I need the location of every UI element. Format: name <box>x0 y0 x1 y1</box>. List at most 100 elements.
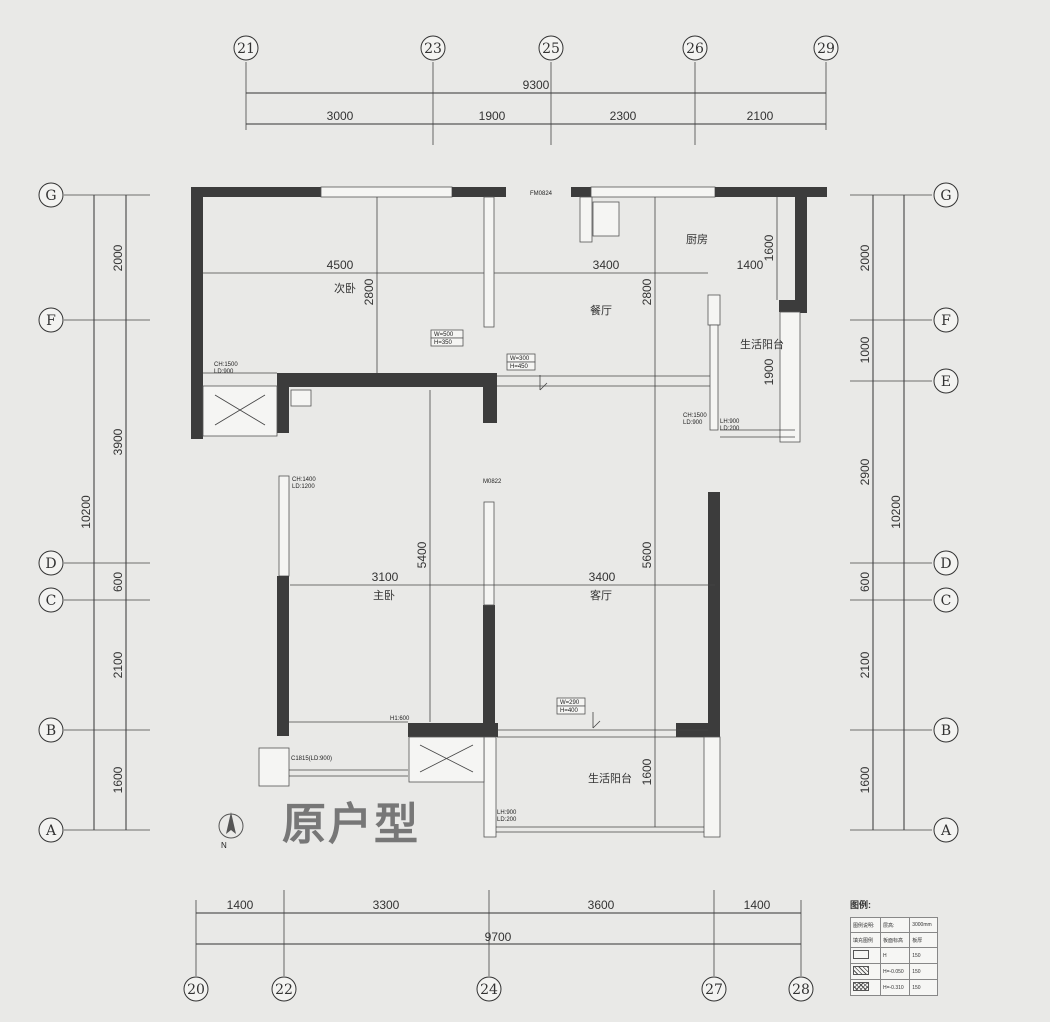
right-total-dim: 10200 <box>889 495 903 529</box>
axis-bubble <box>933 587 959 613</box>
left-dim-3: 600 <box>111 572 125 592</box>
dim-1600-bottom: 1600 <box>640 758 654 785</box>
tag-beam3-h: H=400 <box>560 708 579 714</box>
legend-swatch-plain <box>853 950 869 959</box>
walls <box>191 186 827 737</box>
left-dim-1: 2000 <box>111 244 125 271</box>
axis-label: G <box>45 188 56 204</box>
axis-bubble <box>933 550 959 576</box>
legend-swatch-hatch <box>853 966 869 975</box>
axis-bubble <box>183 976 209 1002</box>
axis-bubble <box>271 976 297 1002</box>
room-service-balcony: 生活阳台 <box>740 337 784 351</box>
axis-label: B <box>46 723 56 739</box>
dim-4500: 4500 <box>327 258 354 272</box>
legend-cell: 填充图例 <box>850 932 881 948</box>
axis-label: 24 <box>480 982 498 998</box>
axis-bubble <box>38 587 64 613</box>
bottom-dim-4: 1400 <box>744 898 771 912</box>
axis-bubble <box>933 717 959 743</box>
inner-dimensions: 4500 3400 1400 2800 2800 1600 1900 3100 … <box>327 234 776 785</box>
plan-title: 原户型 <box>282 799 420 850</box>
legend-cell: 150 <box>909 947 938 964</box>
top-dim-2: 1900 <box>479 109 506 123</box>
bottom-dim-3: 3600 <box>588 898 615 912</box>
room-master-bedroom: 主卧 <box>373 589 395 602</box>
tag-ch1500-b-1: CH:1500 <box>683 413 707 419</box>
axis-label: 25 <box>542 41 560 57</box>
legend-swatch-cross <box>853 982 869 991</box>
top-total-dim: 9300 <box>523 78 550 92</box>
tag-beam1-w: W=500 <box>434 332 454 338</box>
axis-label: E <box>941 374 951 390</box>
room-labels: 次卧 餐厅 厨房 生活阳台 主卧 客厅 生活阳台 <box>334 233 784 785</box>
dim-5400: 5400 <box>415 541 429 568</box>
legend-table: 图例说明: 层高: 3000mm 填充图例 板面标高 板厚 H 150 H=-0… <box>850 917 938 996</box>
right-dimension-group: 2000 1000 2900 600 2100 1600 10200 G F E… <box>850 182 959 843</box>
tag-ch1500-b-2: LD:900 <box>683 420 703 426</box>
legend-cell: 板厚 <box>909 932 938 948</box>
dim-1900: 1900 <box>762 358 776 385</box>
legend: 图例: 图例说明: 层高: 3000mm 填充图例 板面标高 板厚 H 150 … <box>850 898 942 996</box>
axis-label: F <box>941 313 951 329</box>
tag-beam1-h: H=350 <box>434 340 453 346</box>
right-dim-5: 2100 <box>858 651 872 678</box>
right-dim-1: 2000 <box>858 244 872 271</box>
axis-bubble <box>38 307 64 333</box>
axis-label: C <box>941 593 952 609</box>
axis-label: B <box>941 723 951 739</box>
tag-beam2-w: W=300 <box>510 356 530 362</box>
tag-ch1500-a-2: LD:900 <box>214 369 234 375</box>
axis-bubble <box>38 717 64 743</box>
top-dim-3: 2300 <box>610 109 637 123</box>
legend-cell: 150 <box>909 963 938 980</box>
top-dim-1: 3000 <box>327 109 354 123</box>
top-dimension-group: 9300 3000 1900 2300 2100 21 23 25 26 29 <box>233 35 839 145</box>
bottom-dim-1: 1400 <box>227 898 254 912</box>
axis-label: 29 <box>817 41 835 57</box>
legend-cell: H=-0.050 <box>879 963 911 980</box>
axis-label: A <box>45 823 57 839</box>
legend-row: 图例说明: 层高: 3000mm <box>850 917 938 933</box>
axis-bubble <box>476 976 502 1002</box>
room-living-balcony: 生活阳台 <box>588 771 632 785</box>
axis-bubble <box>933 368 959 394</box>
left-dim-2: 3900 <box>111 428 125 455</box>
tag-lh900-a-1: LH:900 <box>720 419 740 425</box>
tag-ch1400-2: LD:1200 <box>292 484 315 490</box>
legend-cell: H=-0.310 <box>879 979 911 996</box>
right-dim-4: 600 <box>858 572 872 592</box>
right-dim-3: 2900 <box>858 458 872 485</box>
dim-1400: 1400 <box>737 258 764 272</box>
legend-cell: 层高: <box>879 917 911 933</box>
axis-bubble <box>788 976 814 1002</box>
partitions <box>202 196 801 838</box>
bottom-dim-2: 3300 <box>373 898 400 912</box>
legend-swatch-cell <box>850 947 881 964</box>
room-dining: 餐厅 <box>590 303 612 317</box>
axis-bubble <box>420 35 446 61</box>
left-dim-5: 1600 <box>111 766 125 793</box>
axis-label: D <box>45 556 56 572</box>
axis-bubble <box>233 35 259 61</box>
tag-m0822: M0822 <box>483 479 502 485</box>
legend-cell: 图例说明: <box>850 917 881 933</box>
annotations: FM0824 W=500 H=350 W=300 H=450 W=290 H=4… <box>214 191 740 823</box>
dim-2800-b: 2800 <box>640 278 654 305</box>
tag-ch1500-a-1: CH:1500 <box>214 362 238 368</box>
dim-3400-top: 3400 <box>593 258 620 272</box>
axis-label: G <box>940 188 951 204</box>
legend-cell: 3000mm <box>909 917 938 933</box>
legend-swatch-cell <box>850 963 881 980</box>
legend-row: H=-0.050 150 <box>850 963 938 980</box>
tag-h1600: H1:600 <box>390 716 410 722</box>
tag-beam3-w: W=290 <box>560 700 580 706</box>
legend-row: H=-0.310 150 <box>850 979 938 996</box>
axis-bubble <box>38 550 64 576</box>
tag-c1815: C1815(LD:900) <box>291 756 332 762</box>
axis-label: 26 <box>686 41 704 57</box>
room-second-bedroom: 次卧 <box>334 281 356 295</box>
right-dim-6: 1600 <box>858 766 872 793</box>
legend-cell: H <box>879 947 911 964</box>
